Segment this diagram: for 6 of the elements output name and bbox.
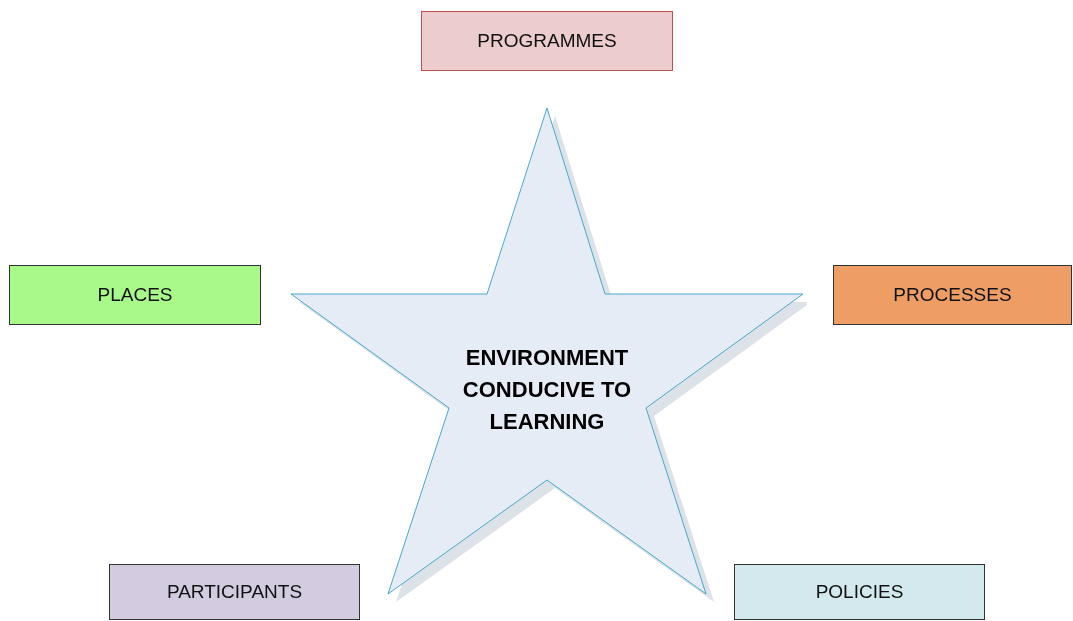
category-box: PLACES [9, 265, 261, 325]
category-box: PROGRAMMES [421, 11, 673, 71]
center-title: ENVIRONMENT CONDUCIVE TO LEARNING [461, 344, 633, 436]
category-box: PROCESSES [833, 265, 1072, 325]
category-box: POLICIES [734, 564, 985, 620]
category-box: PARTICIPANTS [109, 564, 360, 620]
